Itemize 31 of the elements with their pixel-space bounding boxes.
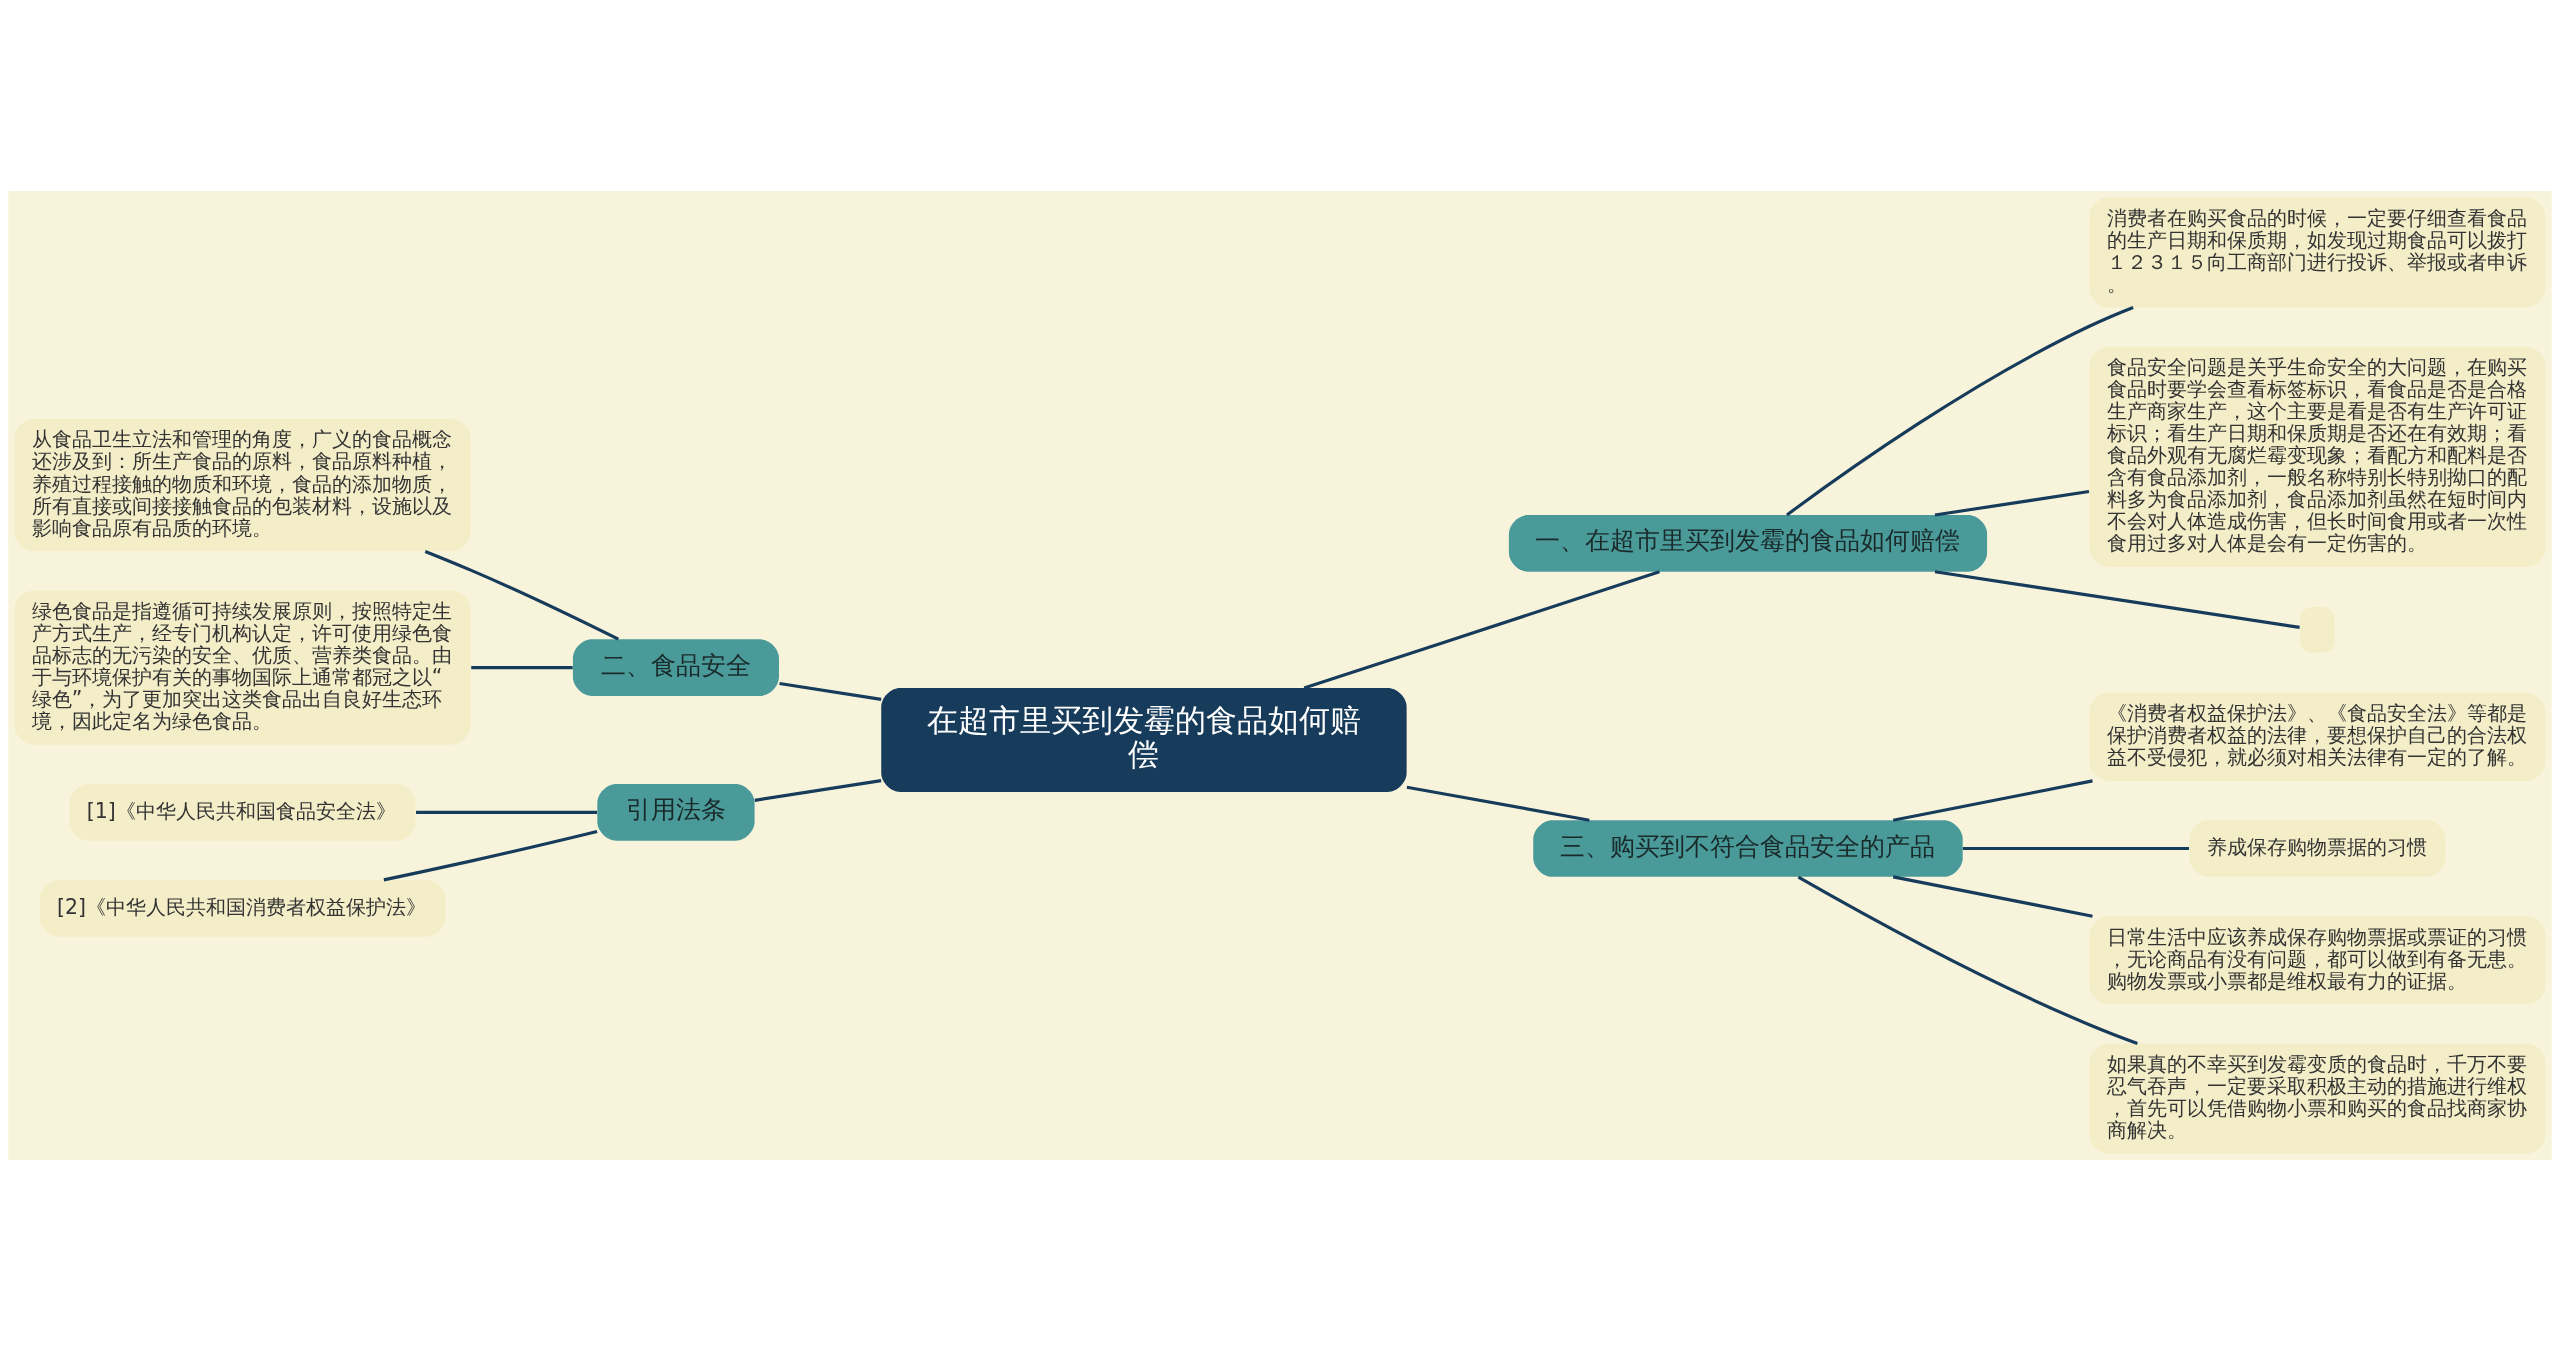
connector: [1303, 569, 1660, 690]
node-box: 从食品卫生立法和管理的角度，广义的食品概念还涉及到：所生产食品的原料，食品原料种植，养殖过程接触的物质和环境，食品的添加物质，所有直接或间接接触食品的包装材料，设施以及影响食品原有品质的环境。: [14, 418, 471, 551]
node-box: 养成保存购物票据的习惯: [2189, 819, 2446, 877]
connector: [1406, 785, 1590, 822]
connector: [416, 810, 597, 814]
node-box: 食品安全问题是关乎生命安全的大问题，在购买食品时要学会查看标签标识，看食品是否是合格生产商家生产，这个主要是看是否有生产许可证标识；看生产日期和保质期是否还在有效期；看食品外观有无腐烂霉变现象；看配方和配料是否含有食品添加剂，一般名称特别长特别拗口的配料多为食品添加剂，食品添加剂虽然在短时间内不会对人体造成伤害，但长时间食用或者一次性食用过多对人体是会有一定伤害的。: [2089, 346, 2546, 567]
node-box: 绿色食品是指遵循可持续发展原则，按照特定生产方式生产，经专门机构认定，许可使用绿色食品标志的无污染的安全、优质、营养类食品。由于与环境保护有关的事物国际上通常都冠之以“绿色”，为了更加突出这类食品出自良好生态环境，因此定名为绿色食品。: [14, 590, 471, 745]
node-box: 《消费者权益保护法》、《食品安全法》等都是保护消费者权益的法律，要想保护自己的合法权益不受侵犯，就必须对相关法律有一定的了解。: [2089, 692, 2546, 781]
connector: [1934, 569, 2300, 629]
connector: [1892, 778, 2093, 822]
node-box: 引用法条: [597, 783, 755, 841]
connector: [779, 681, 882, 701]
node-box: [2300, 606, 2335, 653]
connector: [424, 549, 620, 641]
node-box: 一、在超市里买到发霉的食品如何赔偿: [1508, 514, 1988, 572]
node-box: 如果真的不幸买到发霉变质的食品时，千万不要忍气吞声，一定要采取积极主动的措施进行维权，首先可以凭借购物小票和购买的食品找商家协商解决。: [2089, 1043, 2546, 1154]
node-box: 消费者在购买食品的时候，一定要仔细查看食品的生产日期和保质期，如发现过期食品可以拨打１２３１５向工商部门进行投诉、举报或者申诉。: [2089, 196, 2546, 307]
node-box: 日常生活中应该养成保存购物票据或票证的习惯，无论商品有没有问题，都可以做到有备无患。购物发票或小票都是维权最有力的证据。: [2089, 915, 2546, 1004]
connector: [471, 665, 573, 669]
connector: [1786, 305, 2134, 516]
connector: [383, 829, 598, 881]
node-box: [2]《中华人民共和国消费者权益保护法》: [39, 879, 446, 937]
connector: [1892, 874, 2093, 918]
node-box: [1]《中华人民共和国食品安全法》: [69, 783, 416, 841]
node-box: 三、购买到不符合食品安全的产品: [1533, 819, 1963, 877]
connector: [1962, 846, 2189, 850]
connector: [1934, 489, 2090, 517]
node-box: 在超市里买到发霉的食品如何赔偿: [881, 687, 1407, 792]
connector: [754, 778, 882, 802]
connector: [1797, 875, 2138, 1045]
node-box: 二、食品安全: [572, 638, 779, 696]
